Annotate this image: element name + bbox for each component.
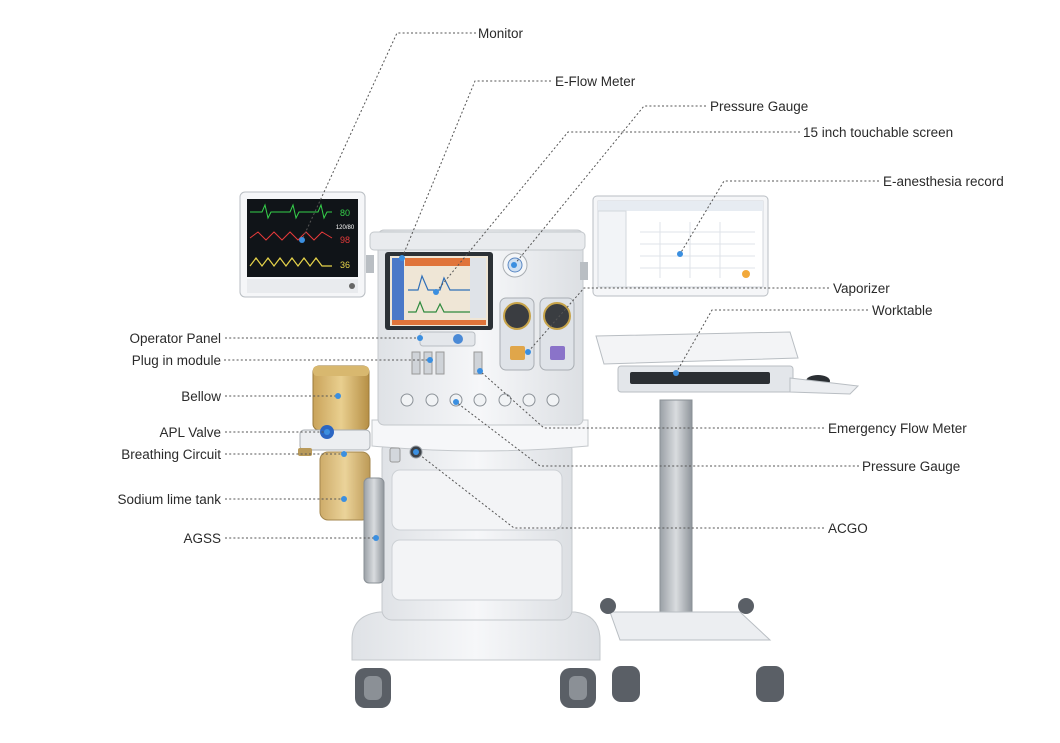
top-shelf — [369, 231, 586, 251]
circuit-port-left — [298, 448, 312, 456]
labels: Monitor E-Flow Meter Pressure Gauge 15 i… — [117, 26, 1003, 546]
leader-lines — [224, 32, 879, 539]
screen-flow-bar — [392, 258, 404, 322]
bellow-cap — [313, 366, 369, 376]
trolley-casters — [600, 598, 784, 702]
vaporizer-right-window — [550, 346, 565, 360]
anesthesia-machine — [351, 229, 601, 708]
label-breathing-circuit: Breathing Circuit — [121, 447, 221, 462]
sodium-lime-canister — [319, 451, 371, 521]
breathing-system — [298, 365, 385, 584]
label-e-flow-meter: E-Flow Meter — [555, 74, 636, 89]
ecg-wave — [250, 203, 332, 220]
worktable-pole — [659, 399, 693, 616]
callout-dots — [299, 237, 683, 541]
screen-bottom-bar — [392, 320, 486, 325]
plug-in-modules — [411, 351, 483, 375]
label-worktable: Worktable — [872, 303, 933, 318]
label-apl-valve: APL Valve — [159, 425, 221, 440]
label-vaporizer: Vaporizer — [833, 281, 890, 296]
label-touch-screen: 15 inch touchable screen — [803, 125, 953, 140]
monitor-readout-spo2: 98 — [340, 235, 350, 245]
label-bellow: Bellow — [181, 389, 221, 404]
side-rail-left — [366, 255, 374, 273]
label-operator-panel: Operator Panel — [129, 331, 221, 346]
machine-casters — [355, 668, 596, 708]
mouse-shelf — [789, 377, 860, 395]
front-socket — [389, 447, 401, 463]
label-e-anesthesia-record: E-anesthesia record — [883, 174, 1004, 189]
label-pressure-gauge-top: Pressure Gauge — [710, 99, 808, 114]
operator-panel — [419, 331, 476, 347]
screen-top-bar — [405, 258, 486, 266]
monitor-readout-nibp: 120/80 — [336, 225, 355, 231]
label-pressure-gauge-bottom: Pressure Gauge — [862, 459, 960, 474]
label-emergency-flow-meter: Emergency Flow Meter — [828, 421, 967, 436]
record-toolbar — [598, 201, 763, 211]
record-status-dot — [742, 270, 750, 278]
breathing-block — [299, 429, 371, 451]
agss-cylinder — [363, 477, 385, 584]
worktable-trolley — [595, 331, 860, 702]
drawer-2 — [391, 539, 563, 601]
machine-base — [351, 611, 601, 661]
label-agss: AGSS — [183, 531, 221, 546]
vaporizers — [499, 297, 575, 371]
vaporizer-right-dial — [543, 302, 571, 330]
worktable-base — [609, 611, 772, 641]
label-plug-in-module: Plug in module — [132, 353, 221, 368]
spo2-wave — [249, 231, 333, 241]
resp-wave — [249, 257, 332, 267]
patient-monitor: 80 120/80 98 36 — [239, 191, 366, 298]
label-sodium-lime-tank: Sodium lime tank — [117, 492, 221, 507]
record-grid — [640, 222, 755, 278]
record-sidebar — [597, 210, 627, 288]
monitor-power-button — [349, 283, 355, 289]
worktable-top — [595, 331, 799, 365]
monitor-bottom-strip — [247, 279, 358, 293]
side-buttons — [470, 258, 486, 318]
side-rail-right — [580, 262, 588, 280]
label-monitor: Monitor — [478, 26, 524, 41]
record-display — [592, 195, 769, 297]
monitor-readout-resp: 36 — [340, 260, 350, 270]
drawer-1 — [391, 469, 563, 531]
flow-control-knobs — [400, 393, 560, 407]
keyboard — [630, 372, 770, 384]
screen-waveform-2 — [408, 300, 486, 313]
vaporizer-left-window — [510, 346, 525, 360]
monitor-readout-hr: 80 — [340, 208, 350, 218]
vaporizer-left-dial — [503, 302, 531, 330]
label-acgo: ACGO — [828, 521, 868, 536]
operator-knob — [453, 334, 463, 344]
